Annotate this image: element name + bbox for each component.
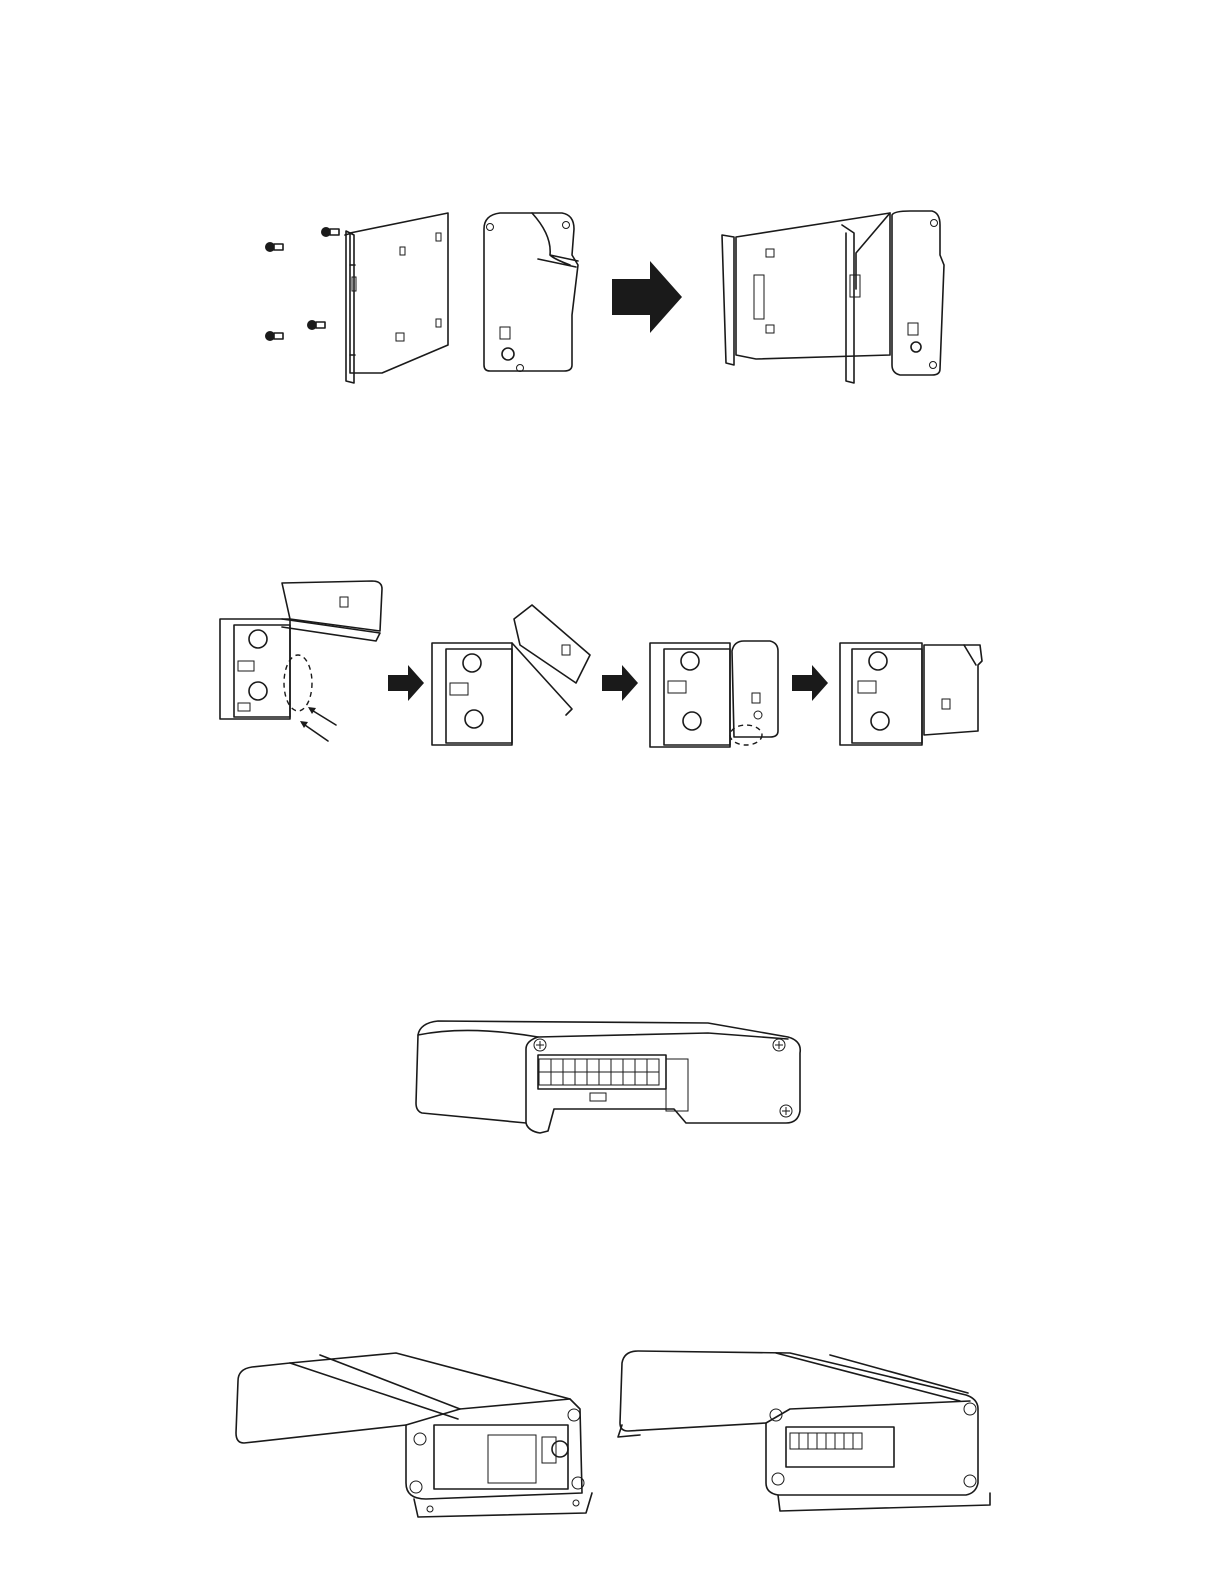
figure-bracket-assembly (250, 205, 950, 395)
sequence-step-3 (650, 641, 778, 747)
screw-icon (307, 320, 325, 330)
figure-connector-end-view (408, 1013, 808, 1138)
terminal-block (539, 1059, 659, 1085)
bracket-assembled (722, 211, 944, 383)
amplifier-connector-view (618, 1351, 990, 1511)
amplifier-connector-end (416, 1021, 800, 1133)
screw-icon (265, 242, 283, 252)
screw-icon (265, 331, 283, 341)
arrow-right-icon (388, 665, 424, 701)
sequence-step-4 (840, 643, 982, 745)
arrow-right-icon (792, 665, 828, 701)
sequence-step-2 (432, 605, 590, 745)
arrow-right-icon (612, 261, 682, 333)
mounting-bracket (345, 213, 448, 383)
amplifier-module (484, 213, 578, 372)
amplifier-display-view (236, 1353, 592, 1517)
arrow-right-icon (602, 665, 638, 701)
figure-amplifier-mounted-views (230, 1343, 1002, 1543)
screw-icon (321, 227, 339, 237)
figure-bracket-clip-sequence (212, 575, 1002, 755)
sequence-step-1 (220, 581, 382, 741)
